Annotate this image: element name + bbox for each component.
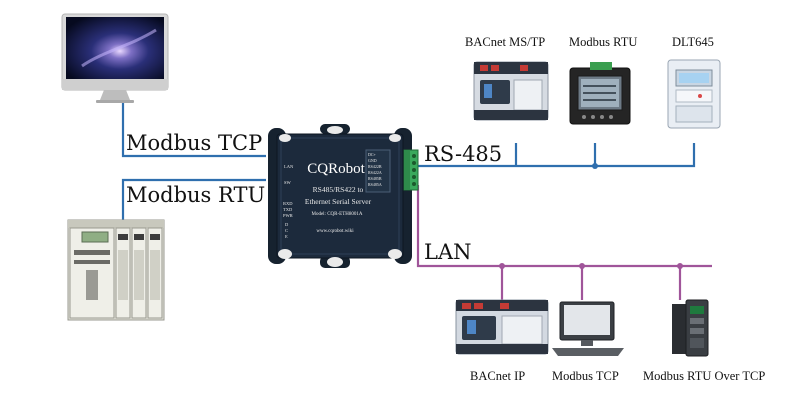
label-modbus-rtu: Modbus RTU [126, 183, 266, 207]
server-model: Model: CQR-ETH8001A [311, 212, 363, 217]
terminal-label-rs485b: RS485B [368, 176, 382, 181]
rs485-bus-line [418, 143, 696, 168]
terminal-label-rs422a: RS422A [368, 170, 382, 175]
label-modbus-tcp: Modbus TCP [126, 131, 263, 155]
side-label-c: C [285, 228, 289, 233]
device-label-modbus-tcp: Modbus TCP [552, 369, 619, 383]
terminal-block [403, 149, 419, 191]
led-label-sw: SW [284, 180, 291, 185]
bacnet-mstp-controller-icon [473, 61, 549, 121]
bacnet-ip-controller-icon [455, 299, 549, 355]
side-label-d: D [285, 222, 289, 227]
serial-server-device [268, 124, 412, 268]
modbus-rtu-line [121, 178, 266, 220]
rs485-junction-dot [592, 163, 598, 169]
label-lan: LAN [424, 240, 472, 264]
terminal-label-rs485a: RS485A [368, 182, 382, 187]
side-label-e: E [285, 234, 288, 239]
dlt645-meter-icon [667, 59, 721, 129]
server-subtitle-line1: RS485/RS422 to [312, 185, 364, 194]
server-subtitle-line2: Ethernet Serial Server [304, 197, 372, 206]
device-label-modbus-rtu-over-tcp: Modbus RTU Over TCP [643, 369, 766, 383]
modbus-rtu-over-tcp-gateway-icon [672, 299, 709, 357]
device-label-bacnet-ip: BACnet IP [470, 369, 526, 383]
terminal-label-rs422b: RS422B [368, 164, 382, 169]
lan-lines [416, 185, 712, 300]
device-label-bacnet-mstp: BACnet MS/TP [465, 35, 546, 49]
lan-junction-dots [499, 263, 683, 269]
device-label-dlt645: DLT645 [672, 35, 714, 49]
terminal-label-gnd: GND [368, 158, 377, 163]
modbus-tcp-line [121, 103, 266, 158]
device-label-modbus-rtu: Modbus RTU [569, 35, 638, 49]
lan-bus-line [416, 185, 712, 268]
terminal-label-dc-plus: DC+ [368, 152, 376, 157]
rs485-lines [121, 103, 696, 220]
led-label-txd: TXD [283, 207, 293, 212]
server-url: www.cqrobot.wiki [316, 229, 354, 234]
led-label-rxd: RXD [283, 201, 293, 206]
label-rs485: RS-485 [424, 142, 503, 166]
imac-computer-icon [61, 13, 169, 103]
modbus-rtu-meter-icon [569, 62, 631, 125]
server-brand: CQRobot [307, 161, 365, 177]
led-label-pwr: PWR [283, 213, 293, 218]
plc-rack-icon [67, 219, 165, 321]
modbus-tcp-computer-icon [552, 301, 624, 356]
led-label-lan: LAN [284, 164, 294, 169]
